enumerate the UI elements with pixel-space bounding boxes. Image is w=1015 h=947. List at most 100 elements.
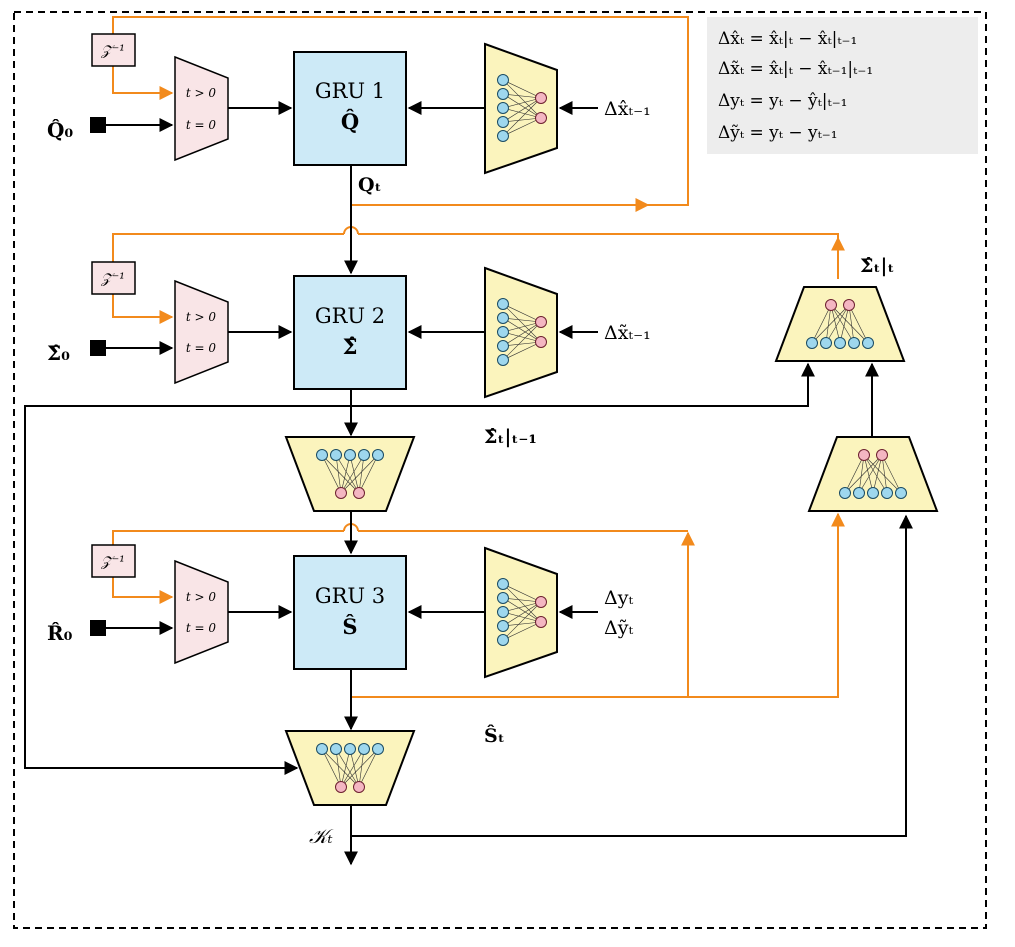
nn-connection <box>502 621 542 641</box>
input-neuron <box>497 130 509 142</box>
nn-connection <box>811 304 850 344</box>
nn-connection <box>358 454 379 494</box>
nn-connection <box>340 454 379 494</box>
nn-connection <box>502 303 542 323</box>
mux-upper-label: t > 0 <box>186 310 217 324</box>
delay-block-1: 𝒵⁻¹ <box>91 33 136 67</box>
input-neuron <box>497 340 509 352</box>
sigma0-label: Σ̂₀ <box>47 341 70 365</box>
nn-connection <box>321 454 342 494</box>
nn-connection <box>502 321 542 347</box>
nn-connection <box>358 748 365 788</box>
nn-connection <box>502 341 542 361</box>
nn-connection <box>502 321 542 333</box>
input-neuron <box>372 449 384 461</box>
nn-connection <box>340 454 365 494</box>
nn-connection <box>881 454 888 494</box>
nn-connection <box>502 79 542 99</box>
nn-connection <box>321 748 360 788</box>
input-neuron <box>497 102 509 114</box>
delay1-to-mux1-wire <box>112 66 174 100</box>
equation-delta-x-tilde: Δx̃ₜ = x̂ₜ|ₜ − x̂ₜ₋₁|ₜ₋₁ <box>718 59 873 79</box>
sigma-feedback-wire-left <box>112 233 344 262</box>
output-neuron <box>535 336 547 348</box>
nn-connection <box>830 304 841 344</box>
gru-3-state: Ŝ <box>342 614 357 639</box>
output-neuron <box>353 487 365 499</box>
delay2-to-mux2-wire <box>112 294 174 324</box>
gru-2-state: Σ̂ <box>343 334 358 359</box>
input-neuron <box>358 449 370 461</box>
input-neuron <box>497 606 509 618</box>
nn-connection <box>502 303 542 343</box>
input-neuron <box>862 337 874 349</box>
sigma0-source-square <box>90 340 106 356</box>
fc-network-gain-update <box>807 436 939 512</box>
nn-connection <box>825 304 850 344</box>
mux-upper-label: t > 0 <box>186 86 217 100</box>
nn-connection <box>321 454 360 494</box>
nn-connection <box>830 304 869 344</box>
system-frame <box>13 11 987 929</box>
nn-connection <box>502 611 542 623</box>
mux-lower-label: t = 0 <box>186 118 217 132</box>
input-neuron <box>344 743 356 755</box>
s-to-fc-wire <box>351 512 845 698</box>
nn-connection <box>830 304 855 344</box>
nn-connection <box>872 454 883 494</box>
feature-delta-x-tilde-label: Δx̃ₜ₋₁ <box>604 322 651 344</box>
input-neuron <box>867 487 879 499</box>
fc-network-posterior-covariance <box>774 286 906 362</box>
input-neuron <box>497 312 509 324</box>
feature-delta-x-hat-label: Δx̂ₜ₋₁ <box>604 98 651 120</box>
nn-connection <box>502 341 542 347</box>
nn-connection <box>340 748 379 788</box>
output-neuron <box>825 299 837 311</box>
nn-connection <box>321 748 342 788</box>
input-neuron <box>853 487 865 499</box>
nn-connection <box>881 454 902 494</box>
nn-connection <box>502 321 542 361</box>
q0-label: Q̂₀ <box>47 118 73 142</box>
gru-1-state: Q̂ <box>341 109 359 134</box>
output-neuron <box>535 596 547 608</box>
output-neuron <box>535 92 547 104</box>
q-t-label: Qₜ <box>358 174 382 196</box>
nn-connection <box>335 748 342 788</box>
nn-connection <box>502 117 542 137</box>
delay-label: 𝒵⁻¹ <box>100 271 125 287</box>
output-neuron <box>843 299 855 311</box>
sigma-feedback-wire-right <box>358 233 839 236</box>
input-neuron <box>330 449 342 461</box>
nn-connection <box>502 597 542 603</box>
input-neuron <box>344 449 356 461</box>
gru-1-block: GRU 1 Q̂ <box>293 51 407 166</box>
feature-delta-y-tilde-label: Δỹₜ <box>604 617 633 639</box>
nn-connection <box>863 454 874 494</box>
nn-connection <box>848 304 869 344</box>
q0-source-square <box>90 117 106 133</box>
input-neuron <box>820 337 832 349</box>
nn-connection <box>340 748 351 788</box>
gru-1-name: GRU 1 <box>315 79 385 103</box>
nn-connection <box>844 454 883 494</box>
mux-upper-label: t > 0 <box>186 590 217 604</box>
nn-connection <box>502 97 542 123</box>
input-neuron <box>358 743 370 755</box>
input-neuron <box>848 337 860 349</box>
nn-connection <box>502 621 542 627</box>
nn-connection <box>502 79 542 119</box>
nn-connection <box>502 107 542 119</box>
input-neuron <box>834 337 846 349</box>
mux-3: t > 0 t = 0 <box>174 559 229 665</box>
input-neuron <box>497 354 509 366</box>
nn-connection <box>502 117 542 123</box>
nn-connection <box>349 454 360 494</box>
fc-network-prior-covariance <box>284 436 416 512</box>
fc-network-gru2-input <box>484 266 558 399</box>
fc-network-gru3-input <box>484 546 558 679</box>
nn-connection <box>335 454 360 494</box>
nn-connection <box>848 304 855 344</box>
nn-connection <box>502 583 542 623</box>
